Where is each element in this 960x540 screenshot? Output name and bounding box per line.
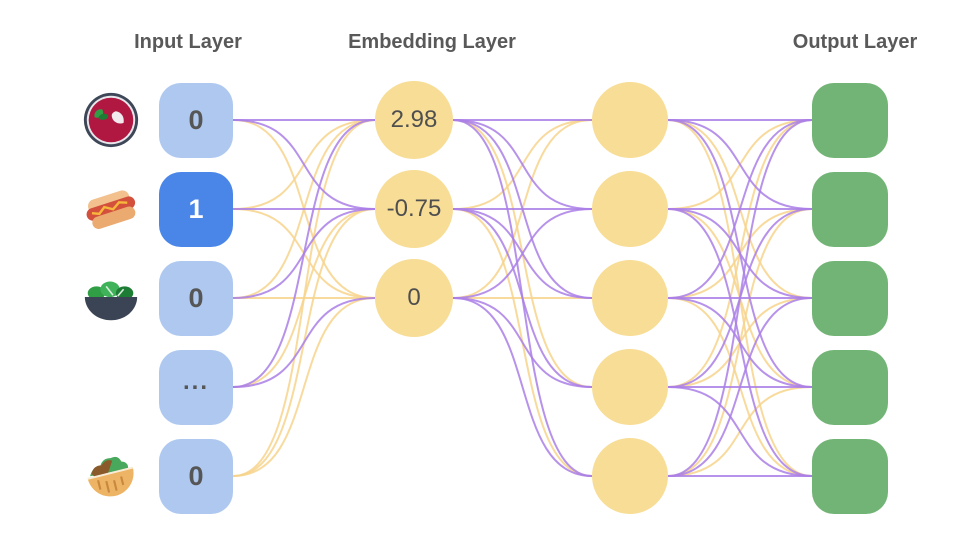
hidden-node: [592, 438, 668, 514]
embedding-node-value: 0: [407, 284, 421, 311]
edge: [667, 297, 813, 388]
embedding-node: -0.75: [375, 170, 453, 248]
input-node-value: 0: [188, 282, 204, 313]
hidden-node: [592, 260, 668, 336]
salad-icon: [80, 267, 142, 329]
embedding-layer-title: Embedding Layer: [348, 31, 516, 53]
edge: [667, 119, 813, 210]
output-node: [812, 438, 888, 514]
edge: [452, 297, 593, 477]
output-node: [812, 260, 888, 336]
edge: [452, 297, 593, 388]
input-node: ...: [159, 349, 233, 425]
input-node-value: ...: [182, 368, 209, 395]
input-node: 1: [159, 171, 233, 247]
edge: [667, 297, 813, 477]
edge: [232, 119, 376, 210]
hidden-node: [592, 82, 668, 158]
edge: [232, 119, 376, 388]
embedding-node: 0: [375, 259, 453, 337]
edge: [667, 386, 813, 477]
edge: [667, 119, 813, 299]
hot-dog-icon: [80, 178, 142, 240]
output-node: [812, 349, 888, 425]
hidden-node: [592, 349, 668, 425]
output-node: [812, 82, 888, 158]
input-node: 0: [159, 82, 233, 158]
edge: [452, 208, 593, 388]
edge: [232, 297, 376, 388]
edge: [452, 119, 593, 210]
edge: [452, 208, 593, 299]
output-layer-title: Output Layer: [792, 31, 918, 53]
input-node: 0: [159, 438, 233, 514]
embedding-node-value: 2.98: [390, 106, 438, 133]
embedding-node: 2.98: [375, 81, 453, 159]
input-node-value: 0: [188, 104, 204, 135]
edge: [232, 119, 376, 477]
edge: [232, 297, 376, 477]
edge: [667, 208, 813, 299]
input-layer-title: Input Layer: [134, 31, 242, 53]
hidden-node: [592, 171, 668, 247]
soup-bowl-icon: [80, 89, 142, 151]
input-node-value: 0: [188, 460, 204, 491]
input-node-value: 1: [188, 193, 204, 224]
stuffed-flatbread-icon: [80, 445, 142, 507]
edge: [667, 119, 813, 477]
embedding-node-value: -0.75: [386, 195, 442, 222]
output-node: [812, 171, 888, 247]
input-node: 0: [159, 260, 233, 336]
